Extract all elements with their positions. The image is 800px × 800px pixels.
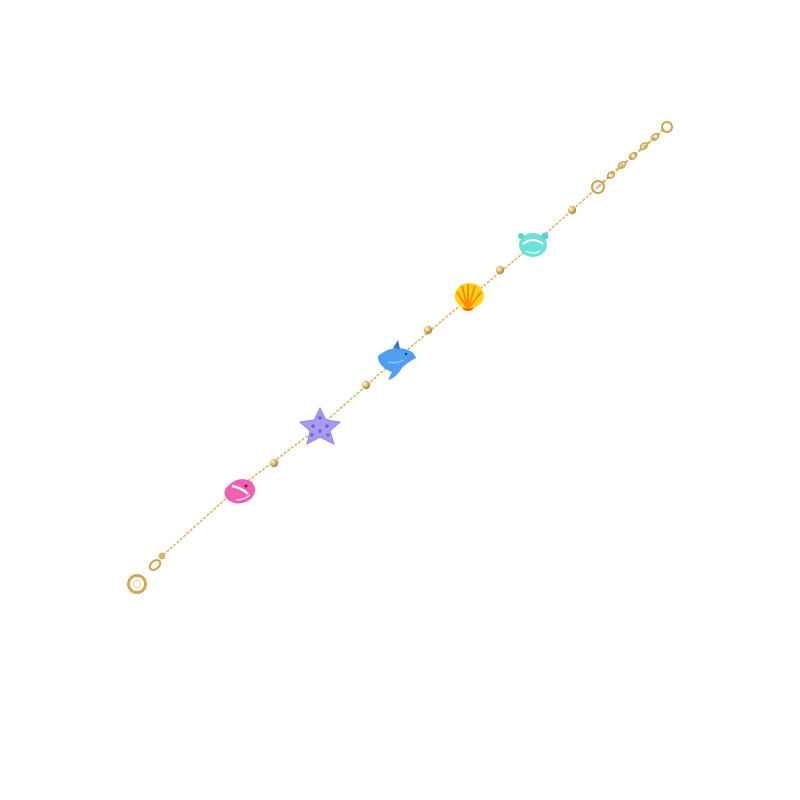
extension-links [606,132,660,180]
turtle-charm [518,232,549,257]
gold-beads [269,205,577,468]
dolphin-charm [378,340,416,380]
fish-charm [224,479,255,504]
extension-chain [597,127,666,188]
seashell-charm [454,283,484,311]
starfish-charm [298,406,342,445]
jump-ring [591,180,605,194]
end-ring [661,121,673,133]
spring-ring-clasp [127,552,166,594]
